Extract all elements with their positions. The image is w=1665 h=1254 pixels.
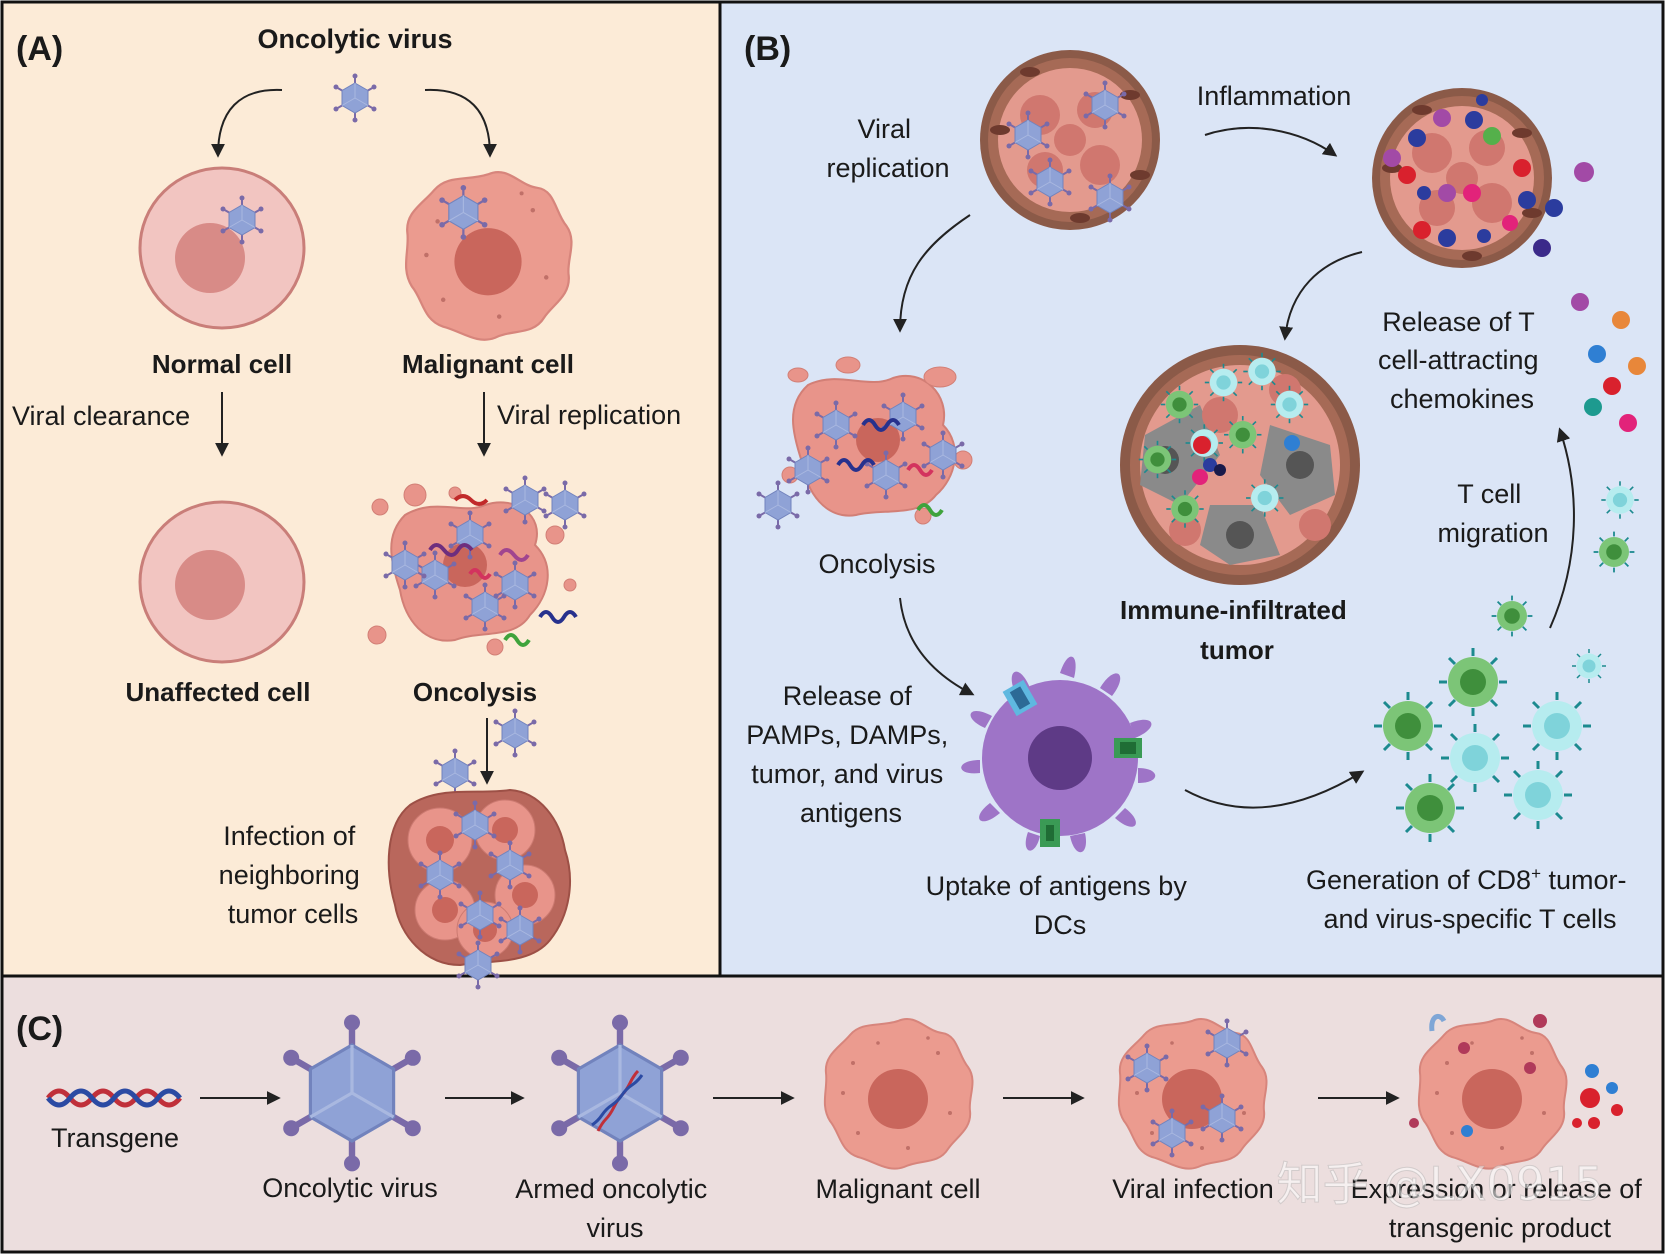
viral-infection-icon	[1117, 1017, 1268, 1170]
migrating-t-cell-green	[1592, 530, 1636, 574]
malignant-cell-label-c: Malignant cell	[815, 1174, 980, 1204]
release-t-chemokines-label: Release of T cell-attracting chemokines	[1378, 307, 1546, 414]
t-cell-migration-label: T cell migration	[1437, 479, 1548, 548]
arrow-to-malignant-cell	[424, 88, 497, 158]
immune-infiltrated-label: Immune-infiltrated tumor	[1120, 595, 1354, 665]
panel-a-label: (A)	[16, 30, 63, 68]
malignant-cell-c-icon	[823, 1017, 974, 1170]
panel-b-label: (B)	[744, 30, 791, 68]
release-pamps-label: Release of PAMPs, DAMPs, tumor, and viru…	[746, 681, 956, 828]
arrow-inflammation	[1204, 126, 1338, 157]
oncolytic-virus-label-c: Oncolytic virus	[262, 1173, 438, 1203]
armed-oncolytic-virus-icon	[551, 1015, 689, 1172]
malignant-cell-icon	[404, 170, 573, 341]
viral-replication-label-b: Viral replication	[826, 114, 949, 183]
panel-a-background	[0, 0, 722, 978]
viral-infection-label: Viral infection	[1112, 1174, 1274, 1204]
armed-oncolytic-virus-label: Armed oncolytic virus	[515, 1174, 715, 1243]
watermark-text: 知乎 @LX0915	[1277, 1157, 1604, 1211]
panel-a-virus-title: Oncolytic virus	[257, 24, 452, 54]
expression-release-label: Expression or release of transgenic prod…	[1351, 1174, 1650, 1243]
viral-clearance-label: Viral clearance	[12, 401, 190, 431]
malignant-cell-label: Malignant cell	[402, 349, 574, 379]
chemokine-tumor-icon	[1372, 88, 1594, 268]
arrow-to-immune-tumor	[1279, 251, 1363, 341]
infection-neighboring-label: Infection of neighboring tumor cells	[219, 821, 368, 929]
normal-cell-icon	[138, 166, 306, 330]
transgene-label: Transgene	[51, 1123, 179, 1153]
normal-cell-label: Normal cell	[152, 349, 292, 379]
arrow-t-cell-migration	[1549, 427, 1575, 629]
unaffected-cell-icon	[138, 500, 306, 664]
migrating-t-cell-cyan	[1600, 480, 1640, 520]
arrow-to-normal-cell	[211, 88, 283, 158]
uptake-antigens-label: Uptake of antigens by DCs	[926, 871, 1195, 940]
unaffected-cell-label: Unaffected cell	[126, 677, 311, 707]
panel-c-label: (C)	[16, 1010, 63, 1048]
oncolysis-b-icon	[755, 356, 973, 531]
oncolysis-label-a: Oncolysis	[413, 677, 537, 707]
immune-infiltrated-tumor-icon	[1120, 345, 1360, 585]
oncolysis-label-b: Oncolysis	[818, 549, 935, 579]
transgene-dna-icon	[46, 1088, 182, 1108]
dendritic-cell-icon	[961, 656, 1156, 853]
chemokine-dots	[1571, 293, 1646, 432]
generation-cd8-label: Generation of CD8+ tumor- and virus-spec…	[1306, 864, 1634, 934]
arrow-to-oncolysis-b	[893, 214, 971, 333]
viral-replication-label-a: Viral replication	[497, 400, 681, 430]
neighboring-tumor-cells-icon	[387, 788, 571, 991]
inflammation-label: Inflammation	[1197, 81, 1352, 111]
arrow-to-t-cells	[1184, 770, 1365, 809]
tumor-viral-replication-icon	[980, 50, 1160, 230]
arrow-to-dc	[899, 597, 975, 696]
oncolysis-debris-icon	[367, 474, 588, 656]
transgenic-product-cell-icon	[1409, 1013, 1623, 1170]
